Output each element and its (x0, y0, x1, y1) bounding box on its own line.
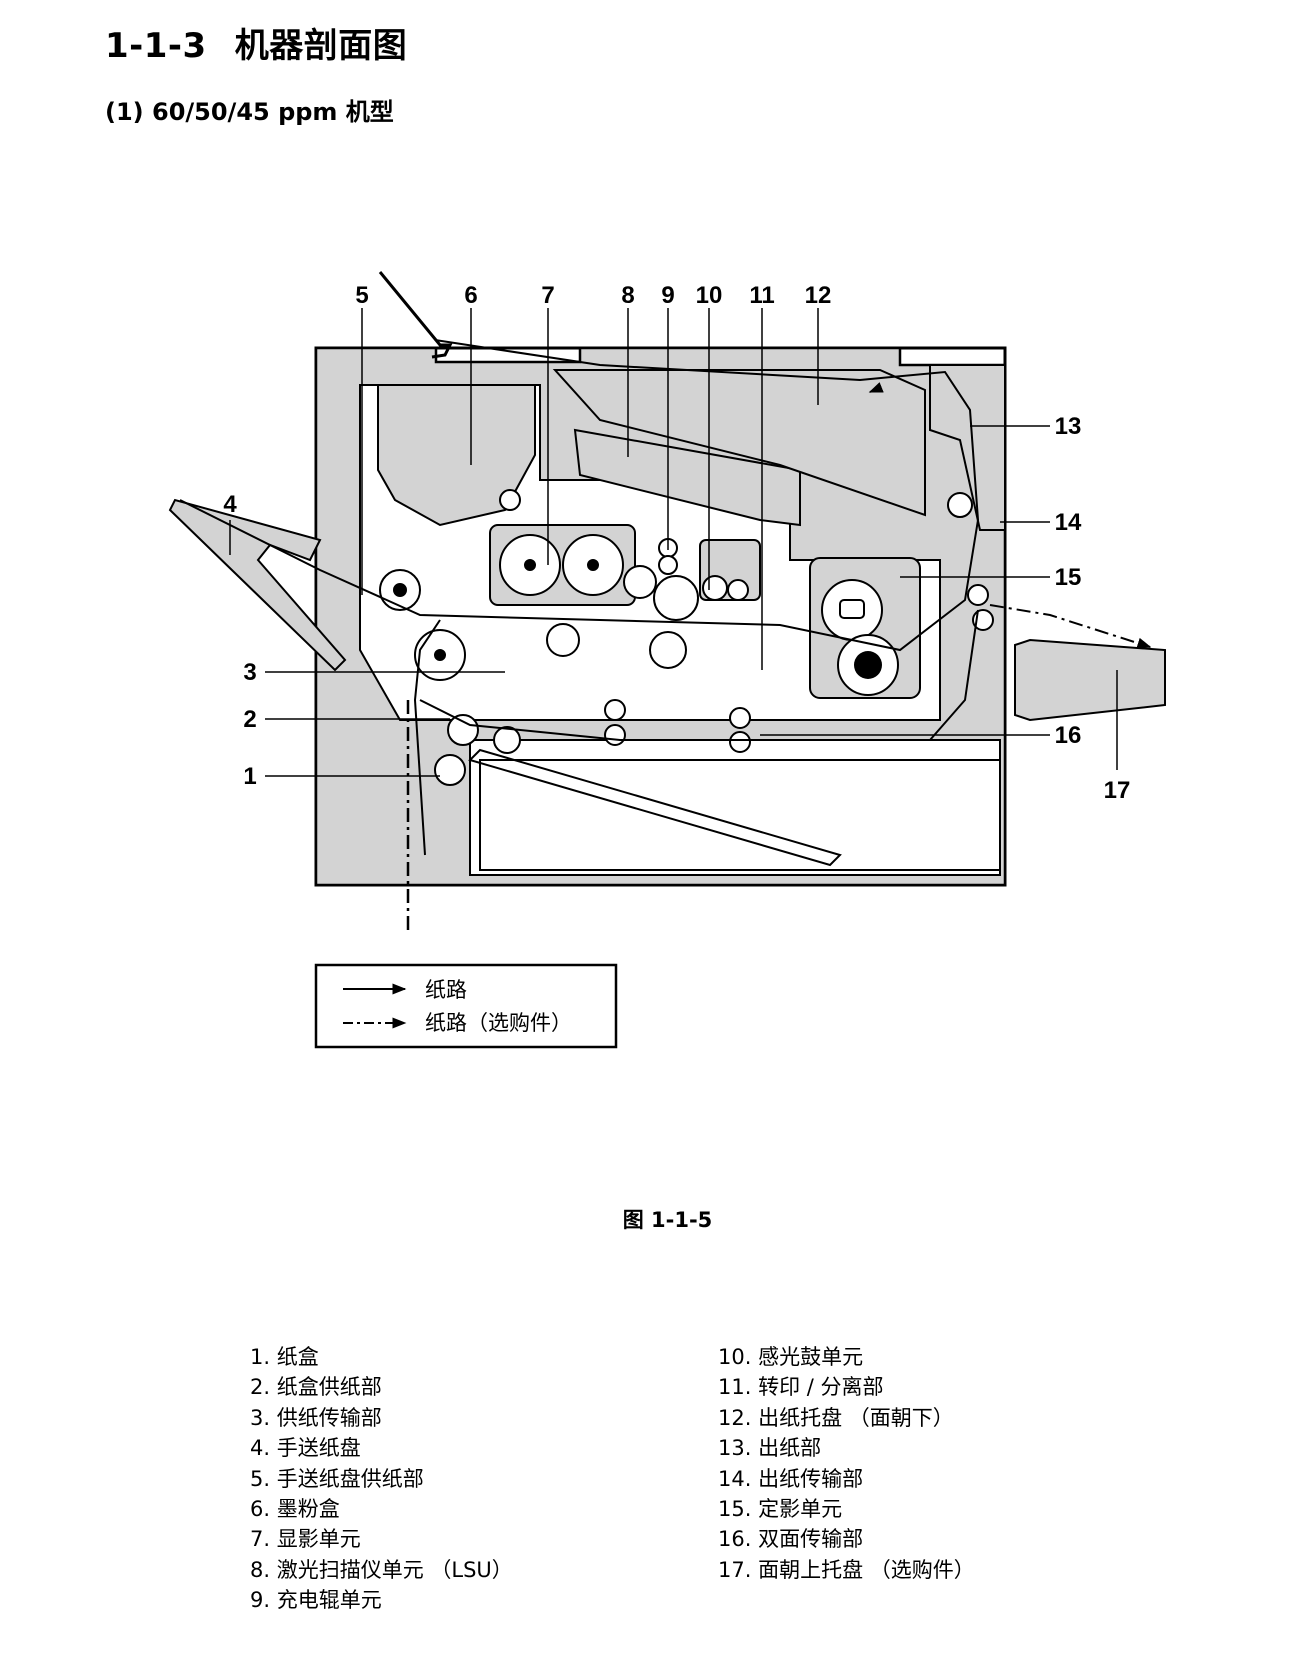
callout-1: 1 (243, 763, 256, 790)
part-item: 11. 转印 / 分离部 (718, 1375, 884, 1400)
callout-12: 12 (805, 282, 832, 309)
exit-unit (929, 364, 1006, 531)
part-item: 15. 定影单元 (718, 1496, 843, 1521)
legend-frame (314, 963, 618, 1049)
manual-feed-arm (378, 271, 453, 359)
callout-2: 2 (243, 706, 256, 733)
press-roller-core (854, 651, 882, 679)
callout-13: 13 (1055, 413, 1082, 440)
callout-10: 10 (696, 282, 723, 309)
part-item: 8. 激光扫描仪单元 （LSU） (250, 1557, 513, 1582)
callout-4: 4 (223, 491, 237, 518)
callout-5: 5 (355, 282, 368, 309)
part-item: 12. 出纸托盘 （面朝下） (718, 1405, 954, 1430)
legend: 纸路 纸路（选购件） (314, 963, 618, 1049)
part-item: 10. 感光鼓单元 (718, 1345, 864, 1369)
callout-6: 6 (464, 282, 477, 309)
part-item: 13. 出纸部 (718, 1436, 822, 1461)
paper-path-arrow (868, 382, 884, 393)
part-item: 5. 手送纸盘供纸部 (250, 1466, 424, 1491)
subsection-title: (1) 60/50/45 ppm 机型 (105, 98, 394, 126)
callout-17: 17 (1104, 777, 1131, 804)
part-item: 17. 面朝上托盘 （选购件） (718, 1557, 975, 1582)
paper-path (179, 339, 980, 856)
cassette-tray (479, 759, 1001, 871)
cassette-lift-plate (468, 748, 842, 867)
part-item: 7. 显影单元 (250, 1527, 361, 1552)
toner-container (377, 384, 536, 527)
photoconductor-drum (653, 575, 699, 621)
part-item: 16. 双面传输部 (718, 1527, 864, 1552)
top-exit-tray (552, 369, 926, 517)
section-number: 1-1-3 (105, 26, 207, 66)
part-item: 1. 纸盒 (250, 1345, 319, 1369)
section-title: 机器剖面图 (234, 26, 408, 66)
callout-15: 15 (1055, 564, 1082, 591)
part-item: 14. 出纸传输部 (718, 1466, 864, 1491)
feed-rollers (379, 365, 994, 786)
toner-roller (499, 489, 521, 511)
part-item: 3. 供纸传输部 (250, 1405, 382, 1430)
figure-caption: 图 1-1-5 (622, 1208, 713, 1232)
parts-list-right: 10. 感光鼓单元 11. 转印 / 分离部 12. 出纸托盘 （面朝下） 13… (718, 1342, 975, 1585)
heat-roller-core (839, 599, 865, 619)
leader-lines (229, 308, 1118, 777)
callout-7: 7 (541, 282, 554, 309)
part-item: 2. 纸盒供纸部 (250, 1375, 382, 1400)
developer-rollers (499, 534, 657, 599)
legend-label-dashed: 纸路（选购件） (425, 1011, 572, 1035)
callout-8: 8 (621, 282, 634, 309)
section-heading: 1-1-3 机器剖面图 (105, 18, 407, 67)
part-item: 6. 墨粉盒 (250, 1496, 340, 1521)
paper-path-option (989, 604, 1152, 649)
callout-16: 16 (1055, 722, 1082, 749)
callout-labels: 5 6 7 8 9 10 11 12 13 14 15 16 17 4 3 2 … (223, 282, 1130, 804)
legend-label-solid: 纸路 (425, 978, 467, 1002)
part-item: 9. 充电辊单元 (250, 1588, 382, 1613)
callout-11: 11 (749, 282, 774, 309)
callout-3: 3 (243, 659, 256, 686)
callout-9: 9 (661, 282, 674, 309)
face-up-tray (1014, 638, 1166, 722)
part-item: 4. 手送纸盘 (250, 1436, 361, 1461)
callout-14: 14 (1055, 509, 1082, 536)
parts-list-left: 1. 纸盒 2. 纸盒供纸部 3. 供纸传输部 4. 手送纸盘 5. 手送纸盘供… (250, 1342, 513, 1616)
